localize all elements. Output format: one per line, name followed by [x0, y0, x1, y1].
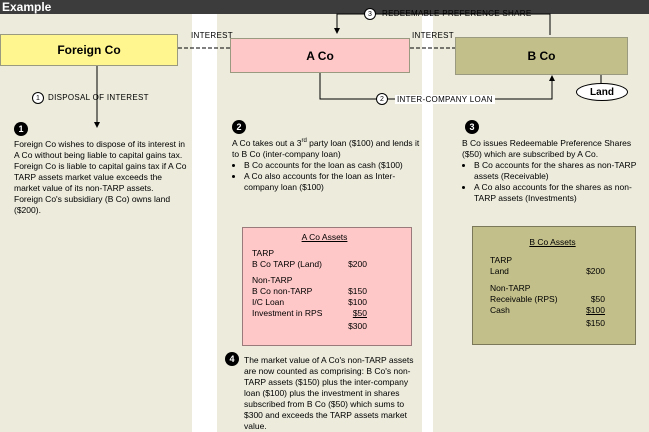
disposal-label: DISPOSAL OF INTEREST: [48, 93, 149, 102]
flow-number-3: 3: [364, 8, 376, 20]
page-title: Example: [2, 0, 52, 14]
a-co-total: $300: [348, 321, 367, 331]
a-co-row-2: I/C Loan$100: [252, 297, 367, 307]
loan-label: INTER-COMPANY LOAN: [395, 95, 495, 104]
note-2-bullet-1: B Co accounts for the loan as cash ($100…: [244, 160, 422, 171]
interest-label-right: INTEREST: [412, 31, 454, 40]
a-co-box: A Co: [230, 38, 410, 73]
b-co-assets-table: B Co Assets TARP Land$200 Non-TARP Recei…: [490, 237, 605, 329]
note-4-number: 4: [225, 352, 239, 366]
foreign-co-box: Foreign Co: [0, 34, 178, 66]
b-co-row-2: Cash$100: [490, 305, 605, 315]
note-1-number: 1: [14, 122, 28, 136]
note-3-number: 3: [465, 120, 479, 134]
note-2-number: 2: [232, 120, 246, 134]
a-co-total-row: $300: [252, 321, 367, 332]
a-co-row-3: Investment in RPS$50: [252, 308, 367, 318]
a-co-tarp-row: B Co TARP (Land)$200: [252, 259, 367, 269]
flow-number-2: 2: [376, 93, 388, 105]
a-co-assets-box: [242, 227, 412, 346]
note-1-para-1: Foreign Co wishes to dispose of its inte…: [14, 139, 186, 160]
flow-number-1: 1: [32, 92, 44, 104]
note-2-text: A Co takes out a 3rd party loan ($100) a…: [232, 136, 422, 193]
b-co-row-1: Receivable (RPS)$50: [490, 294, 605, 304]
header-bar: [0, 0, 649, 14]
note-3-bullet-2: A Co also accounts for the shares as non…: [474, 182, 640, 204]
note-1-para-2: Foreign Co is liable to capital gains ta…: [14, 161, 187, 193]
b-co-box: B Co: [455, 37, 628, 75]
b-co-assets-title: B Co Assets: [529, 237, 576, 247]
note-2-bullet-2: A Co also accounts for the loan as Inter…: [244, 171, 422, 193]
note-3-para-1: B Co issues Redeemable Preference Shares…: [462, 138, 632, 159]
b-co-tarp-row: Land$200: [490, 266, 605, 276]
a-co-assets-title: A Co Assets: [301, 232, 348, 242]
note-1-text: Foreign Co wishes to dispose of its inte…: [14, 139, 189, 216]
note-4-text: The market value of A Co's non-TARP asse…: [244, 355, 414, 431]
note-3-bullet-1: B Co accounts for the shares as non-TARP…: [474, 160, 640, 182]
rps-label: REDEEMABLE PREFERENCE SHARE: [382, 9, 532, 18]
note-3-text: B Co issues Redeemable Preference Shares…: [462, 138, 640, 204]
a-co-tarp-heading: TARP: [252, 248, 275, 258]
b-co-total: $150: [586, 318, 605, 328]
b-co-tarp-heading: TARP: [490, 255, 513, 265]
rps-arrow: [334, 13, 551, 35]
a-co-nontarp-heading: Non-TARP: [252, 275, 293, 285]
b-co-assets-box: [472, 226, 636, 345]
land-ellipse: Land: [576, 83, 628, 101]
b-co-nontarp-heading: Non-TARP: [490, 283, 531, 293]
a-co-row-1: B Co non-TARP$150: [252, 286, 367, 296]
interest-label-left: INTEREST: [191, 31, 233, 40]
a-co-assets-table: A Co Assets TARP B Co TARP (Land)$200 No…: [252, 232, 367, 332]
note-1-para-3: Foreign Co's subsidiary (B Co) owns land…: [14, 194, 171, 215]
note-2-para-1: A Co takes out a 3rd party loan ($100) a…: [232, 137, 420, 159]
foreign-co-panel: [0, 14, 192, 432]
b-co-total-row: $150: [490, 318, 605, 329]
